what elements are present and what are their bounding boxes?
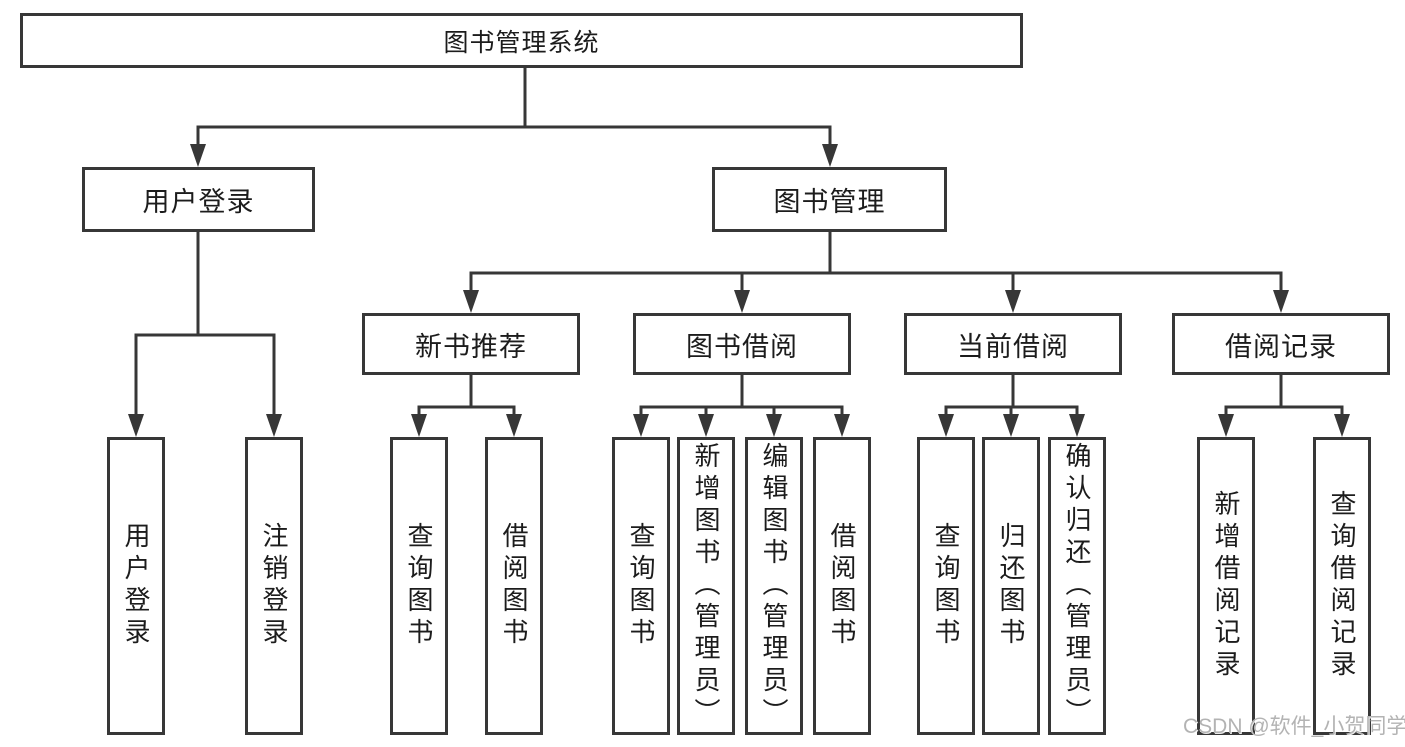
leaf-query-books-recommend: 查询图书 [390,437,448,735]
leaf-add-books-admin: 新增图书（管理员） [677,437,735,735]
node-book-borrow: 图书借阅 [633,313,851,375]
leaf-add-borrow-record: 新增借阅记录 [1197,437,1255,735]
connector-lines [134,68,1344,420]
node-book-management: 图书管理 [712,167,947,232]
connector-arrowheads [128,144,1350,437]
leaf-label: 确认归还（管理员） [1062,442,1092,730]
leaf-borrow-books-recommend: 借阅图书 [485,437,543,735]
leaf-label: 编辑图书（管理员） [759,442,789,730]
leaf-label: 新增图书（管理员） [691,442,721,730]
leaf-label: 查询图书 [404,522,434,650]
node-label: 当前借阅 [957,331,1069,362]
node-label: 新书推荐 [415,331,527,362]
leaf-confirm-return-admin: 确认归还（管理员） [1048,437,1106,735]
node-user-login: 用户登录 [82,167,315,232]
leaf-label: 用户登录 [121,522,151,650]
node-label: 图书管理系统 [443,28,600,57]
leaf-label: 查询图书 [626,522,656,650]
leaf-query-borrow-record: 查询借阅记录 [1313,437,1371,735]
leaf-user-login: 用户登录 [107,437,165,735]
leaf-query-books-current: 查询图书 [917,437,975,735]
node-current-borrow: 当前借阅 [904,313,1122,375]
leaf-label: 归还图书 [996,522,1026,650]
leaf-label: 查询借阅记录 [1327,490,1357,682]
leaf-query-books-borrow: 查询图书 [612,437,670,735]
node-label: 图书管理 [773,187,886,217]
leaf-return-books: 归还图书 [982,437,1040,735]
node-label: 用户登录 [142,187,255,217]
node-new-book-recommend: 新书推荐 [362,313,580,375]
node-label: 借阅记录 [1225,331,1337,362]
leaf-label: 查询图书 [931,522,961,650]
leaf-label: 新增借阅记录 [1211,490,1241,682]
node-library-system-root: 图书管理系统 [20,13,1023,68]
node-label: 图书借阅 [686,331,798,362]
leaf-label: 借阅图书 [827,522,857,650]
leaf-edit-books-admin: 编辑图书（管理员） [745,437,803,735]
leaf-logout: 注销登录 [245,437,303,735]
leaf-label: 借阅图书 [499,522,529,650]
leaf-borrow-books: 借阅图书 [813,437,871,735]
csdn-watermark: CSDN @软件_小贺同学 [1183,715,1405,738]
leaf-label: 注销登录 [259,522,289,650]
node-borrow-records: 借阅记录 [1172,313,1390,375]
